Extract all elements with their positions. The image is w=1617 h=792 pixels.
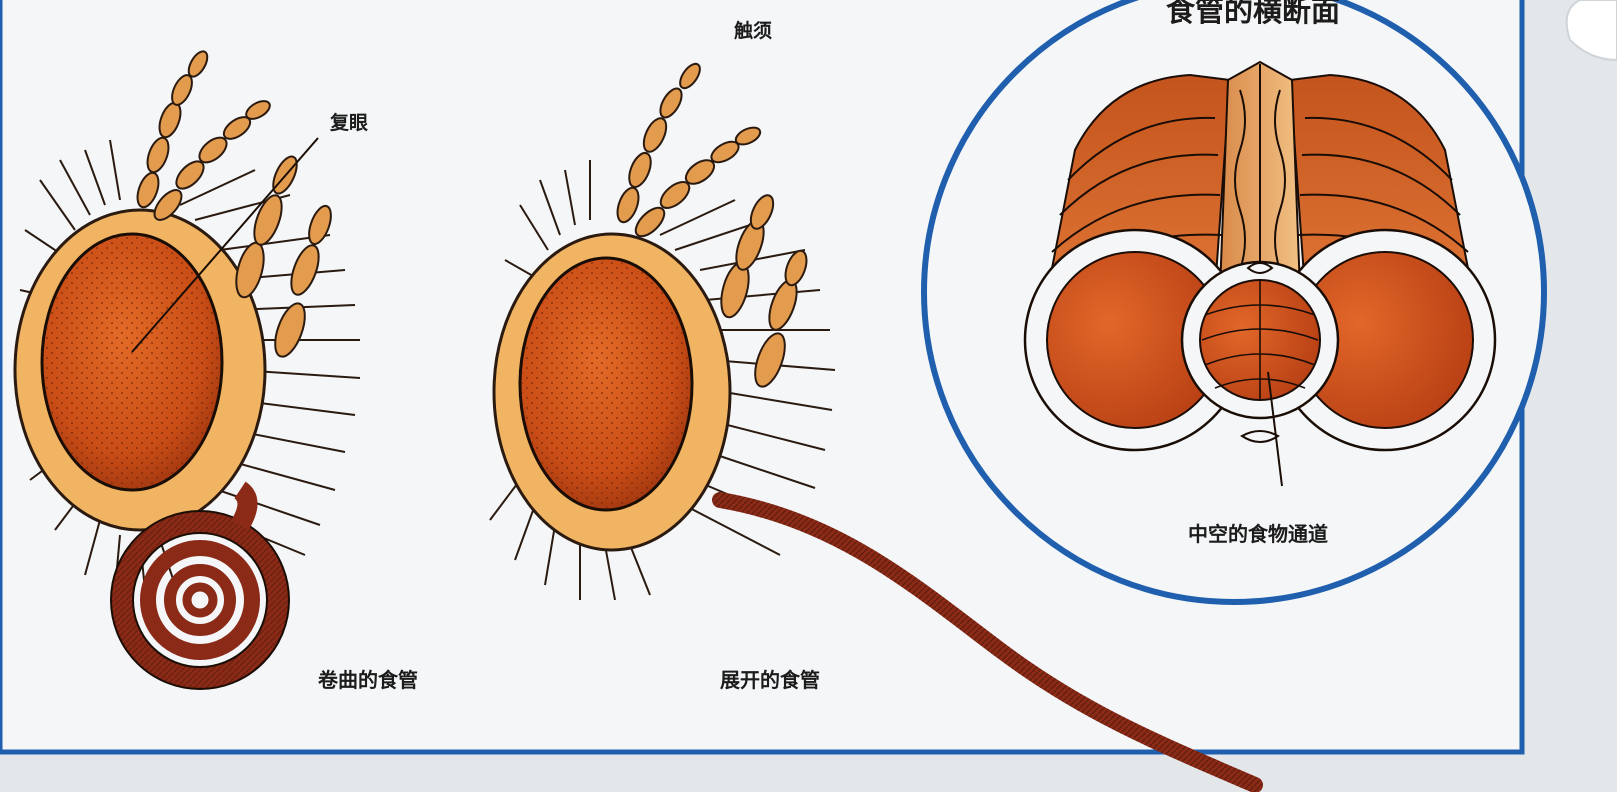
eye-facets [44, 236, 220, 488]
cross-section-inset [924, 0, 1544, 602]
extended-proboscis-label: 展开的食管 [720, 664, 820, 693]
hollow-channel-label: 中空的食物通道 [1188, 518, 1328, 547]
cross-section-title: 食管的横断面 [1166, 0, 1340, 30]
seam-top [1248, 263, 1272, 273]
compound-eye-label: 复眼 [330, 108, 368, 135]
eye-facets-2 [522, 260, 690, 508]
antenna-label: 触须 [734, 16, 772, 43]
coiled-proboscis-label: 卷曲的食管 [318, 664, 418, 693]
